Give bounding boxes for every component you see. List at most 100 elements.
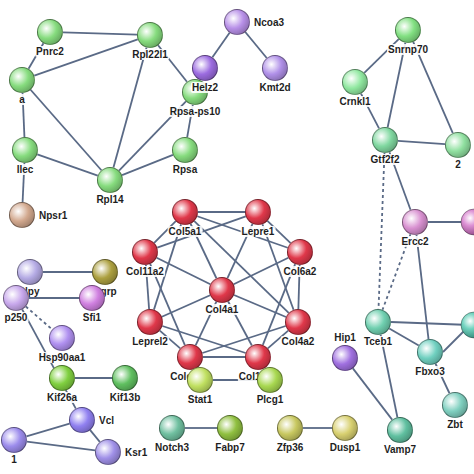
protein-node: Helz2 — [192, 55, 218, 81]
interaction-edge — [203, 356, 245, 358]
protein-node: Ksr1 — [95, 439, 121, 465]
interaction-edge — [202, 326, 285, 353]
interaction-edge — [31, 90, 102, 170]
protein-node: Vcl — [69, 407, 95, 433]
interaction-edge — [381, 335, 398, 418]
gene-label: Rpl22l1 — [131, 49, 169, 60]
gene-label: Snrnp70 — [387, 44, 429, 55]
gene-label: Tceb1 — [363, 336, 393, 347]
protein-node: Col18a1 — [245, 344, 271, 370]
protein-node: Vamp7 — [387, 417, 413, 443]
protein-node: Kmt2d — [262, 55, 288, 81]
protein-node: a — [9, 67, 35, 93]
gene-label: Rpl14 — [95, 194, 124, 205]
gene-label: Pnrc2 — [35, 46, 65, 57]
protein-node: Pnrc2 — [37, 19, 63, 45]
protein-node: Notch3 — [159, 415, 185, 441]
interaction-edge — [113, 48, 146, 168]
gene-label: Hip1 — [333, 332, 357, 343]
interaction-edge — [303, 427, 332, 429]
interaction-edge — [416, 235, 428, 339]
interaction-edge — [353, 368, 392, 419]
protein-node: Col5a1 — [172, 199, 198, 225]
interaction-edge — [234, 258, 289, 285]
interaction-edge — [90, 430, 100, 442]
interaction-edge — [43, 271, 92, 273]
protein-node: Col4a1 — [209, 277, 235, 303]
interaction-edge — [162, 295, 210, 316]
gene-label: Col4a1 — [205, 304, 240, 315]
interaction-edge — [185, 427, 217, 429]
interaction-edge — [27, 442, 95, 451]
gene-label: Leprel2 — [131, 336, 169, 347]
protein-node: Npy — [17, 259, 43, 285]
gene-label: Lepre1 — [241, 226, 276, 237]
gene-label: Sfi1 — [82, 312, 102, 323]
gene-label: Hsp90aa1 — [38, 352, 87, 363]
protein-node: Rpl22l1 — [137, 22, 163, 48]
interaction-edge — [162, 326, 245, 353]
protein-node: Lepre1 — [245, 199, 271, 225]
protein-node: Rpsa — [172, 137, 198, 163]
protein-node: 1 — [1, 427, 27, 453]
gene-label: Rpsa — [172, 164, 198, 175]
gene-label: Helz2 — [191, 82, 219, 93]
protein-node: 2 — [445, 132, 471, 158]
protein-node: Kif26a — [49, 365, 75, 391]
gene-label: Stat1 — [187, 394, 213, 405]
gene-label: Npsr1 — [38, 210, 68, 221]
protein-node: Npsr1 — [9, 202, 35, 228]
gene-label: Col11a2 — [125, 266, 165, 277]
interaction-edge — [234, 295, 286, 317]
interaction-edge — [26, 424, 69, 437]
gene-label: llec — [16, 164, 35, 175]
gene-label: Vamp7 — [383, 444, 417, 455]
gene-label: Fbxo3 — [414, 366, 445, 377]
gene-label: Col6a2 — [283, 266, 318, 277]
gene-label: Notch3 — [154, 442, 190, 453]
protein-node: Zfp36 — [277, 415, 303, 441]
protein-node: Rpl14 — [97, 167, 123, 193]
interaction-edge — [157, 216, 245, 247]
gene-label: Col5a1 — [168, 226, 203, 237]
gene-label: Kif13b — [109, 392, 142, 403]
gene-label: p250 — [4, 312, 29, 323]
gene-label: Plcg1 — [256, 394, 285, 405]
protein-node: Zbt — [442, 392, 468, 418]
gene-label: Kmt2d — [258, 82, 291, 93]
interaction-edge — [245, 32, 266, 58]
gene-label: Kif26a — [46, 392, 78, 403]
gene-label: Col4a2 — [281, 336, 316, 347]
gene-label: Fabp7 — [214, 442, 245, 453]
protein-node: Col6a2 — [287, 239, 313, 265]
protein-node: Gtf2f2 — [372, 127, 398, 153]
protein-node: llec — [12, 137, 38, 163]
gene-label: Crnkl1 — [338, 96, 371, 107]
interaction-edge — [29, 297, 79, 299]
protein-node: Ncoa3 — [224, 9, 250, 35]
protein-node: Ercc2 — [402, 209, 428, 235]
interaction-edge — [197, 216, 287, 247]
gene-label: Rpsa-ps10 — [169, 106, 222, 117]
protein-node: Kif13b — [112, 365, 138, 391]
protein-node: Tceb1 — [365, 309, 391, 335]
interaction-edge — [37, 154, 97, 175]
gene-label: Gtf2f2 — [370, 154, 401, 165]
interaction-edge — [26, 307, 52, 330]
gene-label: Zbt — [446, 419, 464, 430]
interaction-edge — [378, 153, 384, 309]
protein-node: p250 — [3, 285, 29, 311]
protein-node — [461, 209, 474, 235]
protein-node: Sfi1 — [79, 285, 105, 311]
protein-node: Agrp — [92, 259, 118, 285]
protein-node: Crnkl1 — [342, 69, 368, 95]
interaction-edge — [198, 211, 245, 213]
gene-label: 2 — [454, 159, 462, 170]
interaction-edge — [413, 42, 453, 133]
gene-label: Vcl — [98, 415, 115, 426]
interaction-edge — [122, 155, 173, 175]
protein-node: Plcg1 — [257, 367, 283, 393]
gene-label: Ercc2 — [400, 236, 429, 247]
gene-label: a — [18, 94, 26, 105]
protein-node: Hip1 — [332, 345, 358, 371]
